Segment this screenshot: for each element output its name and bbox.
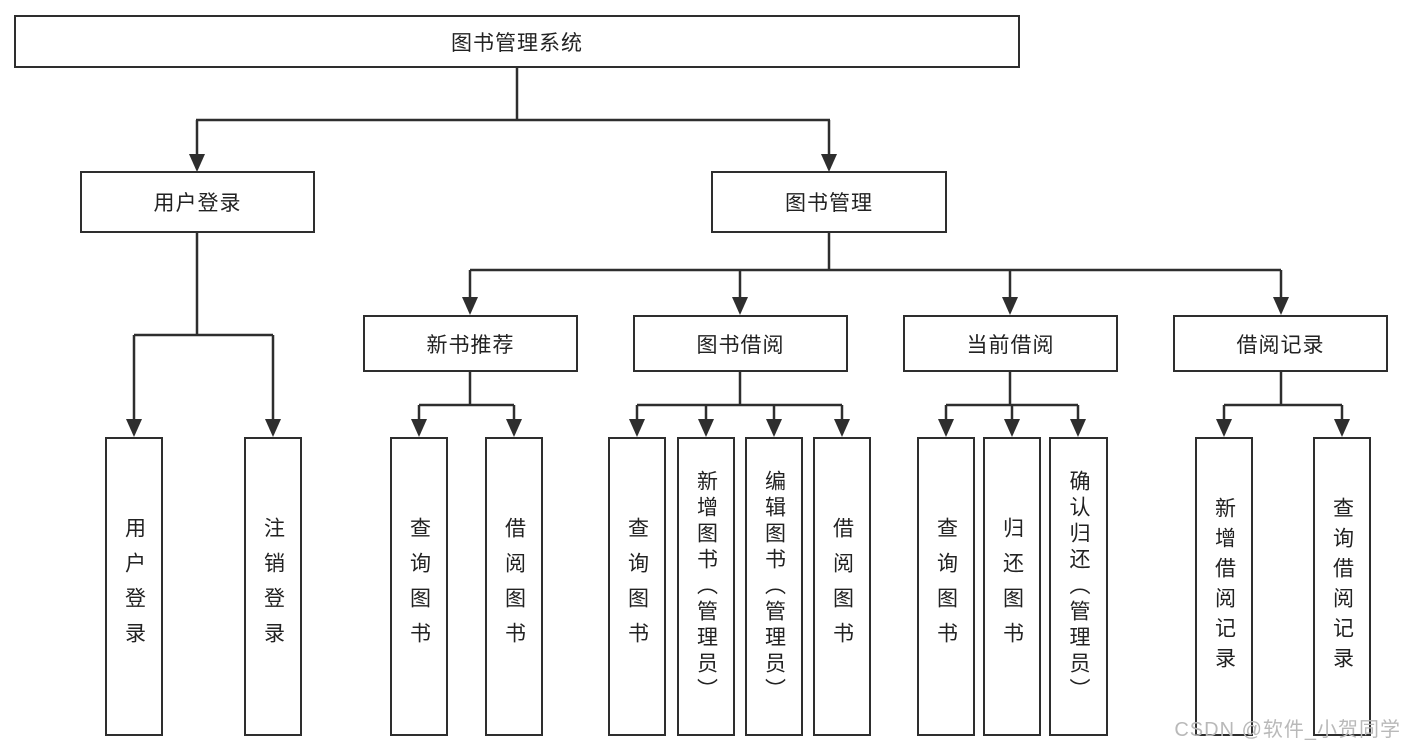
arrowhead-icon — [938, 419, 954, 437]
arrowhead-icon — [1004, 419, 1020, 437]
node-login: 用户登录 — [105, 437, 163, 736]
arrowhead-icon — [506, 419, 522, 437]
arrowhead-icon — [1273, 297, 1289, 315]
node-br-query-record: 查询借阅记录 — [1313, 437, 1371, 736]
node-bb-query-book: 查询图书 — [608, 437, 666, 736]
arrowhead-icon — [411, 419, 427, 437]
arrowhead-icon — [1070, 419, 1086, 437]
node-cb-confirm-return: 确认归还（管理员） — [1049, 437, 1108, 736]
node-cb-return-book-label: 归还图书 — [1000, 516, 1024, 657]
node-book-borrow-label: 图书借阅 — [696, 333, 785, 357]
arrowhead-icon — [189, 154, 205, 172]
node-user-login: 用户登录 — [80, 171, 315, 233]
node-cb-return-book: 归还图书 — [983, 437, 1041, 736]
arrowhead-icon — [732, 297, 748, 315]
node-cb-query-book-label: 查询图书 — [934, 516, 958, 657]
node-root-label: 图书管理系统 — [451, 31, 583, 55]
node-book-management: 图书管理 — [711, 171, 947, 233]
arrowhead-icon — [821, 154, 837, 172]
arrowhead-icon — [698, 419, 714, 437]
arrowhead-icon — [1216, 419, 1232, 437]
node-new-book-recommend-label: 新书推荐 — [426, 333, 515, 357]
node-logout: 注销登录 — [244, 437, 302, 736]
node-nb-query-book-label: 查询图书 — [407, 516, 431, 657]
node-bb-add-book: 新增图书（管理员） — [677, 437, 735, 736]
node-book-management-label: 图书管理 — [785, 192, 873, 215]
node-user-login-label: 用户登录 — [153, 192, 242, 215]
arrowhead-icon — [834, 419, 850, 437]
node-cb-confirm-return-label: 确认归还（管理员） — [1067, 469, 1090, 704]
node-nb-borrow-book: 借阅图书 — [485, 437, 543, 736]
node-login-label: 用户登录 — [122, 516, 146, 657]
arrowhead-icon — [265, 419, 281, 437]
node-br-query-record-label: 查询借阅记录 — [1330, 496, 1354, 677]
arrowhead-icon — [462, 297, 478, 315]
node-root: 图书管理系统 — [14, 15, 1020, 68]
node-new-book-recommend: 新书推荐 — [363, 315, 578, 372]
node-bb-add-book-label: 新增图书（管理员） — [694, 469, 718, 704]
arrowhead-icon — [1334, 419, 1350, 437]
node-nb-borrow-book-label: 借阅图书 — [502, 516, 526, 657]
node-br-add-record-label: 新增借阅记录 — [1212, 496, 1236, 677]
arrowhead-icon — [1002, 297, 1018, 315]
arrowhead-icon — [126, 419, 142, 437]
node-bb-borrow-book-label: 借阅图书 — [830, 516, 854, 657]
node-bb-query-book-label: 查询图书 — [625, 516, 649, 657]
node-logout-label: 注销登录 — [261, 516, 285, 657]
node-current-borrow-label: 当前借阅 — [966, 333, 1055, 357]
node-current-borrow: 当前借阅 — [903, 315, 1118, 372]
watermark: CSDN @软件_小贺同学 — [1174, 719, 1401, 741]
node-borrow-record-label: 借阅记录 — [1236, 333, 1325, 357]
arrowhead-icon — [629, 419, 645, 437]
node-bb-edit-book-label: 编辑图书（管理员） — [762, 469, 786, 704]
node-book-borrow: 图书借阅 — [633, 315, 848, 372]
node-br-add-record: 新增借阅记录 — [1195, 437, 1253, 736]
node-nb-query-book: 查询图书 — [390, 437, 448, 736]
node-bb-borrow-book: 借阅图书 — [813, 437, 871, 736]
node-bb-edit-book: 编辑图书（管理员） — [745, 437, 803, 736]
node-borrow-record: 借阅记录 — [1173, 315, 1388, 372]
node-cb-query-book: 查询图书 — [917, 437, 975, 736]
arrowhead-icon — [766, 419, 782, 437]
